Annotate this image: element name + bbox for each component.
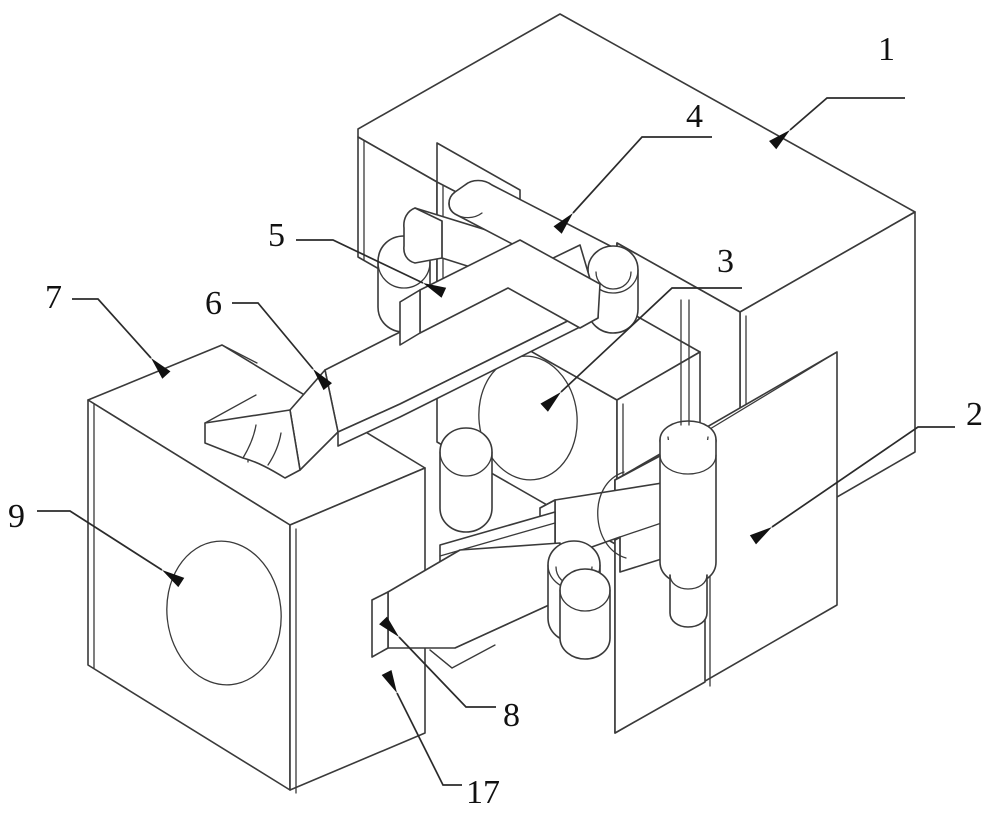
- leader-arrowhead-8: [379, 616, 399, 637]
- leader-line-4: [572, 136, 712, 214]
- leader-arrowhead-5: [423, 283, 447, 298]
- reference-number-7: 7: [45, 279, 62, 316]
- leader-line-2: [771, 426, 955, 528]
- leader-line-9: [37, 510, 163, 571]
- lower-left-collar: [559, 568, 611, 660]
- reference-number-9: 9: [8, 498, 25, 535]
- leader-arrowhead-4: [553, 213, 573, 234]
- leader-lines-group: [37, 97, 955, 786]
- leader-line-1: [789, 97, 905, 131]
- reference-number-4: 4: [686, 98, 703, 135]
- upper-angled-link-arm: [204, 239, 601, 479]
- leader-arrowhead-3: [540, 392, 561, 412]
- leader-arrowhead-2: [749, 527, 772, 545]
- leader-arrowhead-1: [769, 130, 790, 150]
- leader-line-7: [72, 298, 152, 359]
- reference-number-1: 1: [878, 31, 895, 68]
- reference-number-2: 2: [966, 396, 983, 433]
- front-left-block-bore: [166, 540, 282, 686]
- leader-line-5: [296, 239, 424, 284]
- leader-arrowhead-6: [313, 369, 332, 391]
- reference-number-6: 6: [205, 285, 222, 322]
- leader-arrowhead-17: [381, 670, 397, 693]
- leader-line-17: [396, 692, 462, 786]
- leader-arrowhead-7: [151, 358, 171, 379]
- leader-line-3: [560, 287, 742, 393]
- leader-line-8: [398, 636, 496, 708]
- leader-arrowhead-9: [162, 570, 185, 588]
- leader-line-6: [232, 302, 314, 370]
- right-vertical-pivot: [597, 299, 717, 628]
- reference-number-17: 17: [466, 774, 500, 811]
- reference-number-8: 8: [503, 697, 520, 734]
- reference-number-3: 3: [717, 243, 734, 280]
- reference-number-5: 5: [268, 217, 285, 254]
